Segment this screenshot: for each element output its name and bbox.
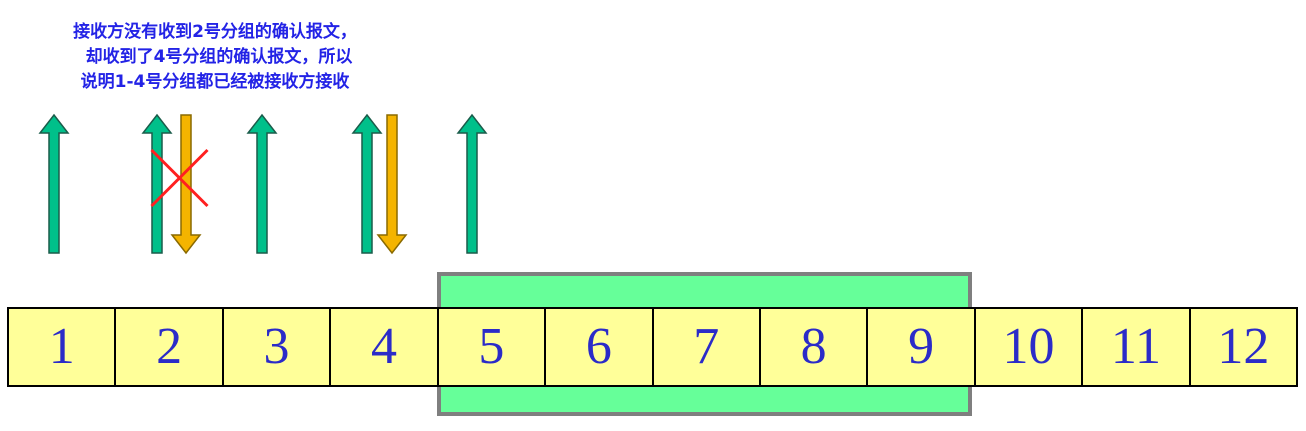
- packet-8: 8: [760, 309, 869, 385]
- lost-ack-cross: [150, 148, 209, 208]
- packet-2: 2: [116, 309, 224, 385]
- send-arrow-1: [38, 113, 70, 254]
- packet-11: 11: [1083, 309, 1191, 385]
- ack-arrow-2: [170, 114, 202, 255]
- annotation-line-2: 却收到了4号分组的确认报文，所以: [85, 47, 353, 67]
- packet-10: 10: [976, 309, 1084, 385]
- send-arrow-3: [246, 113, 278, 254]
- packet-3: 3: [224, 309, 332, 385]
- annotation-line-3: 说明1-4号分组都已经被接收方接收: [80, 72, 350, 92]
- packet-1: 1: [9, 309, 117, 385]
- send-arrow-5: [456, 113, 488, 254]
- packet-7: 7: [653, 309, 761, 385]
- packet-4: 4: [331, 309, 439, 385]
- packet-9: 9: [868, 309, 976, 385]
- send-arrow-4: [351, 113, 383, 254]
- send-arrow-2: [141, 113, 173, 254]
- ack-arrow-4: [376, 114, 408, 255]
- packet-sequence: 1 2 3 4 5 6 7 8 9 10 11 12: [7, 307, 1298, 387]
- packet-6: 6: [546, 309, 654, 385]
- annotation-line-1: 接收方没有收到2号分组的确认报文，: [73, 22, 357, 42]
- packet-5: 5: [438, 309, 547, 385]
- packet-12: 12: [1217, 318, 1270, 375]
- annotation-text: 接收方没有收到2号分组的确认报文， 却收到了4号分组的确认报文，所以 说明1-4…: [30, 20, 400, 95]
